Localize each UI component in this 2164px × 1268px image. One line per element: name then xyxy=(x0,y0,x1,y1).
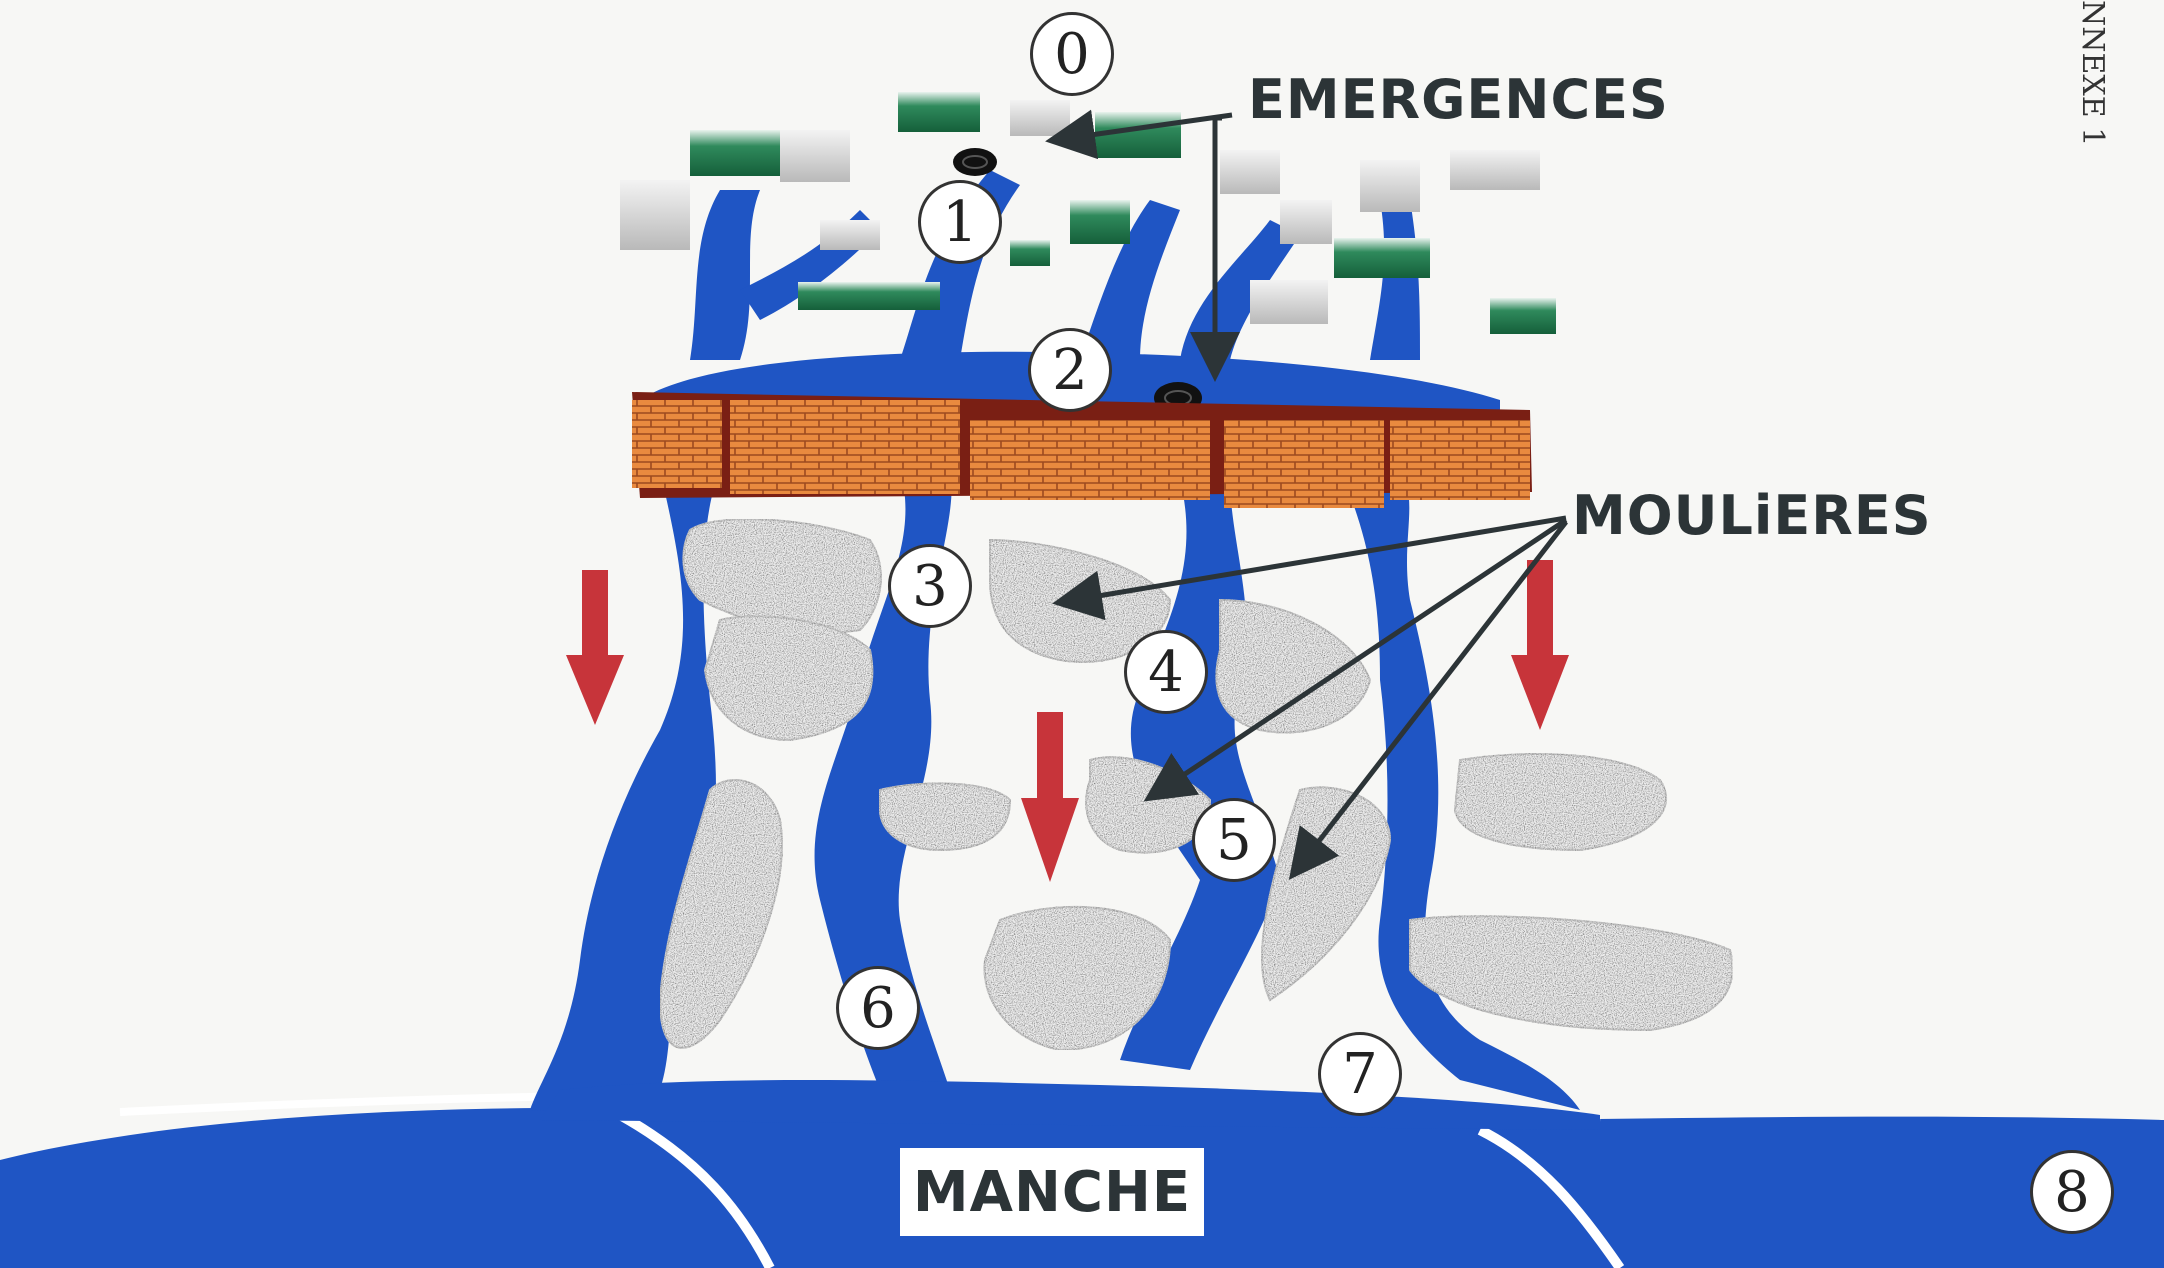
label-emergences: EMERGENCES xyxy=(1248,68,1669,131)
marker-8: 8 xyxy=(2030,1150,2114,1234)
marker-3: 3 xyxy=(888,544,972,628)
label-manche: MANCHE xyxy=(900,1148,1204,1236)
label-annexe: NNEXE 1 xyxy=(2075,0,2110,146)
label-moulieres: MOULiERES xyxy=(1572,484,1932,547)
flow-arrow-left xyxy=(566,570,624,725)
marker-7: 7 xyxy=(1318,1032,1402,1116)
marker-2: 2 xyxy=(1028,328,1112,412)
flow-arrow-center xyxy=(1021,712,1079,882)
marker-5: 5 xyxy=(1192,798,1276,882)
marker-1: 1 xyxy=(918,180,1002,264)
marker-6: 6 xyxy=(836,966,920,1050)
marker-0: 0 xyxy=(1030,12,1114,96)
spring-1-icon xyxy=(953,148,997,176)
marker-4: 4 xyxy=(1124,630,1208,714)
